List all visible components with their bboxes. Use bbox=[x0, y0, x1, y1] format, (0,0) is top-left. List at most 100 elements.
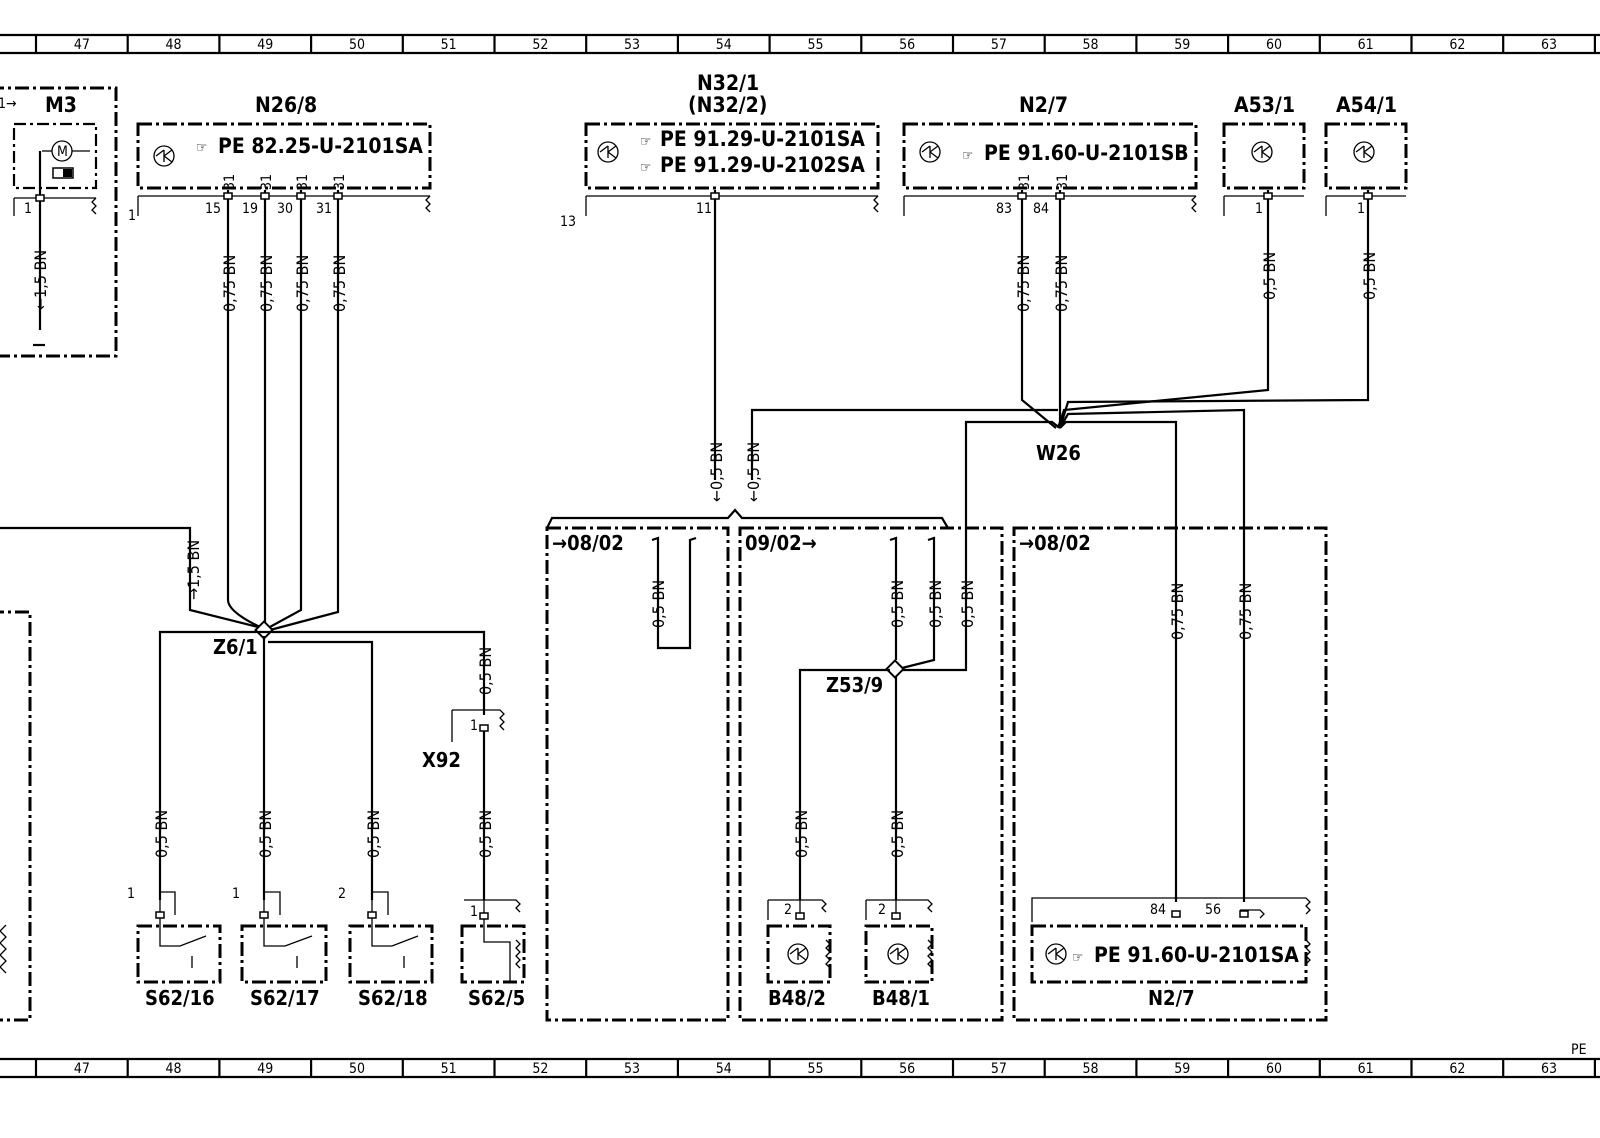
control-unit-icon bbox=[597, 141, 619, 163]
pin-connector bbox=[1263, 192, 1273, 200]
s62-18-label: S62/18 bbox=[358, 986, 428, 1010]
top-scale-label-58: 58 bbox=[1083, 37, 1099, 53]
wire-label: 0,5 BN bbox=[476, 647, 495, 695]
svg-text:M: M bbox=[57, 144, 68, 160]
pin-connector bbox=[333, 192, 343, 200]
n2-7-bottom-doc-ref: PE 91.60-U-2101SA bbox=[1094, 943, 1299, 967]
x92-pin: 1 bbox=[470, 718, 478, 734]
pin-connector bbox=[1363, 192, 1373, 200]
top-scale-label-56: 56 bbox=[899, 37, 915, 53]
wire-label: 0,5 BN bbox=[256, 810, 275, 858]
bottom-scale-label-58: 58 bbox=[1083, 1061, 1099, 1077]
z6-1-input-wire-label: →1,5 BN bbox=[184, 540, 203, 600]
n2-7-bottom-pin-56: 56 bbox=[1205, 902, 1221, 918]
hand-pointer-icon: ☞ bbox=[962, 148, 973, 164]
n26-8-pin-31: 31 bbox=[316, 201, 332, 217]
s62-5-label: S62/5 bbox=[468, 986, 525, 1010]
n32-1-side-num: 13 bbox=[560, 214, 576, 230]
bottom-scale-label-48: 48 bbox=[166, 1061, 182, 1077]
hand-pointer-icon: ☞ bbox=[640, 134, 651, 150]
a54-1-label: A54/1 bbox=[1336, 93, 1397, 117]
top-scale-label-49: 49 bbox=[257, 37, 273, 53]
n26-8-side-num: 1 bbox=[128, 208, 136, 224]
pin-connector bbox=[223, 192, 233, 200]
pin-connector bbox=[891, 912, 901, 920]
pin-connector bbox=[710, 192, 720, 200]
pin-mark: 31 bbox=[295, 174, 311, 190]
wire-label: 0,5 BN bbox=[958, 580, 977, 628]
pin-connector bbox=[795, 912, 805, 920]
w26-label: W26 bbox=[1036, 441, 1081, 465]
bottom-scale-label-56: 56 bbox=[899, 1061, 915, 1077]
ref-09-02: 09/02→ bbox=[745, 531, 817, 555]
x92-label: X92 bbox=[422, 748, 461, 772]
pin-connector bbox=[367, 911, 377, 919]
wire-label: 0,5 BN bbox=[1360, 252, 1379, 300]
switches-s62: 1 S62/16 1 S62/17 2 S62/18 1 S62/5 bbox=[0, 610, 526, 1022]
pin-connector bbox=[1055, 192, 1065, 200]
s62-17-label: S62/17 bbox=[250, 986, 320, 1010]
bottom-scale-label-49: 49 bbox=[257, 1061, 273, 1077]
wire-label: 0,5 BN bbox=[926, 580, 945, 628]
connector-x92: 1 X92 bbox=[422, 709, 505, 900]
n2-7-bottom-label: N2/7 bbox=[1148, 986, 1195, 1010]
a54-1-pin: 1 bbox=[1357, 201, 1365, 217]
bottom-scale-label-59: 59 bbox=[1174, 1061, 1190, 1077]
page-corner-note: PE bbox=[1571, 1042, 1587, 1058]
n26-8-pin-15: 15 bbox=[205, 201, 221, 217]
pin-mark: 31 bbox=[1017, 174, 1033, 190]
n32-1-pin: 11 bbox=[696, 201, 712, 217]
n26-8-doc-ref: PE 82.25-U-2101SA bbox=[218, 134, 423, 158]
component-a54-1: A54/1 1 0,5 BN bbox=[1058, 93, 1408, 429]
wire-label: 0,75 BN bbox=[220, 255, 239, 312]
control-unit-icon bbox=[153, 145, 175, 167]
n32-1-doc-ref-2: PE 91.29-U-2102SA bbox=[660, 153, 865, 177]
component-m3: 1→ M3 M 1 ←1,5 BN bbox=[0, 86, 118, 358]
b48-2-pin: 2 bbox=[784, 902, 792, 918]
top-scale-label-47: 47 bbox=[74, 37, 90, 53]
bottom-scale-label-62: 62 bbox=[1449, 1061, 1465, 1077]
top-scale-label-59: 59 bbox=[1174, 37, 1190, 53]
s62-5-pin: 1 bbox=[470, 904, 478, 920]
pin-connector bbox=[479, 724, 489, 732]
n26-8-pin-30: 30 bbox=[277, 201, 293, 217]
wire-label: 0,5 BN bbox=[649, 580, 668, 628]
top-scale-label-60: 60 bbox=[1266, 37, 1282, 53]
wire-label: 0,5 BN bbox=[888, 580, 907, 628]
ref-08-02-right: →08/02 bbox=[1019, 531, 1091, 555]
wire-label: 0,5 BN bbox=[1260, 252, 1279, 300]
wire-label: 0,75 BN bbox=[1014, 255, 1033, 312]
pin-connectors bbox=[35, 192, 1373, 920]
bottom-scale-label-51: 51 bbox=[441, 1061, 457, 1077]
motor-icon: M bbox=[42, 140, 90, 179]
wire-label: 0,75 BN bbox=[1236, 583, 1255, 640]
wire-label: 0,75 BN bbox=[293, 255, 312, 312]
top-scale-label-55: 55 bbox=[807, 37, 823, 53]
pin-connector bbox=[1171, 910, 1181, 918]
n32-1-label: N32/1 bbox=[697, 71, 759, 95]
ref-box-08-02-right: →08/02 84 56 ☞ PE 91.60-U-2101SA N2/7 bbox=[1012, 526, 1328, 1022]
pin-connector bbox=[259, 911, 269, 919]
bottom-scale-label-60: 60 bbox=[1266, 1061, 1282, 1077]
s62-18-pin: 2 bbox=[338, 886, 346, 902]
b48-2-label: B48/2 bbox=[768, 986, 826, 1010]
control-unit-icon bbox=[919, 141, 941, 163]
top-scale-label-57: 57 bbox=[991, 37, 1007, 53]
z6-1-label: Z6/1 bbox=[213, 635, 258, 659]
top-scale-label-52: 52 bbox=[532, 37, 548, 53]
n32-1-doc-ref-1: PE 91.29-U-2101SA bbox=[660, 127, 865, 151]
pin-connector bbox=[479, 912, 489, 920]
top-scale-label-50: 50 bbox=[349, 37, 365, 53]
wire-label: 0,5 BN bbox=[792, 810, 811, 858]
wire-label: 0,75 BN bbox=[257, 255, 276, 312]
n2-7-top-label: N2/7 bbox=[1019, 93, 1068, 117]
ref-08-02-left: →08/02 bbox=[552, 531, 624, 555]
component-n26-8: N26/8 ☞ PE 82.25-U-2101SA 1 15 19 30 31 … bbox=[128, 93, 432, 632]
sensor-icon bbox=[787, 943, 809, 965]
component-n2-7-top: N2/7 ☞ PE 91.60-U-2101SB 83 84 31 31 0,7… bbox=[902, 93, 1198, 429]
wire-label: 0,75 BN bbox=[1168, 583, 1187, 640]
n2-7-top-pin-83: 83 bbox=[996, 201, 1012, 217]
s62-16-pin: 1 bbox=[127, 886, 135, 902]
